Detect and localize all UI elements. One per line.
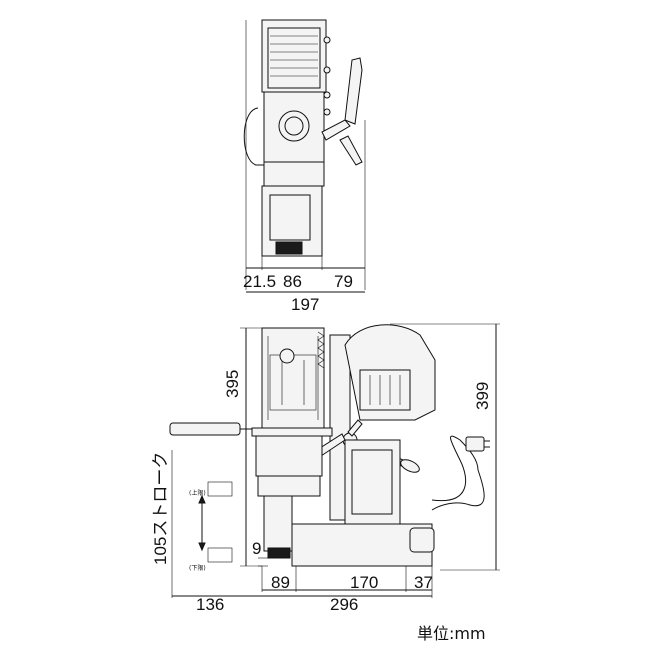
width-dim-a: 89	[271, 573, 290, 592]
side-height-left: 395	[223, 370, 242, 398]
top-view-drawing	[243, 19, 366, 293]
width-dim-handle: 136	[196, 595, 224, 614]
top-dim-total: 197	[291, 295, 319, 314]
side-view-drawing	[169, 323, 500, 598]
width-dim-c: 37	[414, 573, 433, 592]
side-height-right: 399	[473, 382, 492, 410]
stroke-lower-label: (下限)	[189, 564, 206, 572]
stroke-label: 105ストローク	[151, 452, 170, 565]
top-dim-a: 21.5	[243, 272, 276, 291]
unit-label: 単位:mm	[417, 624, 486, 643]
top-dim-c: 79	[334, 272, 353, 291]
stroke-upper-label: (上限)	[189, 489, 206, 497]
base-gap: 9	[252, 539, 261, 558]
top-dim-b: 86	[283, 272, 302, 291]
width-dim-total: 296	[330, 595, 358, 614]
width-dim-b: 170	[350, 573, 378, 592]
